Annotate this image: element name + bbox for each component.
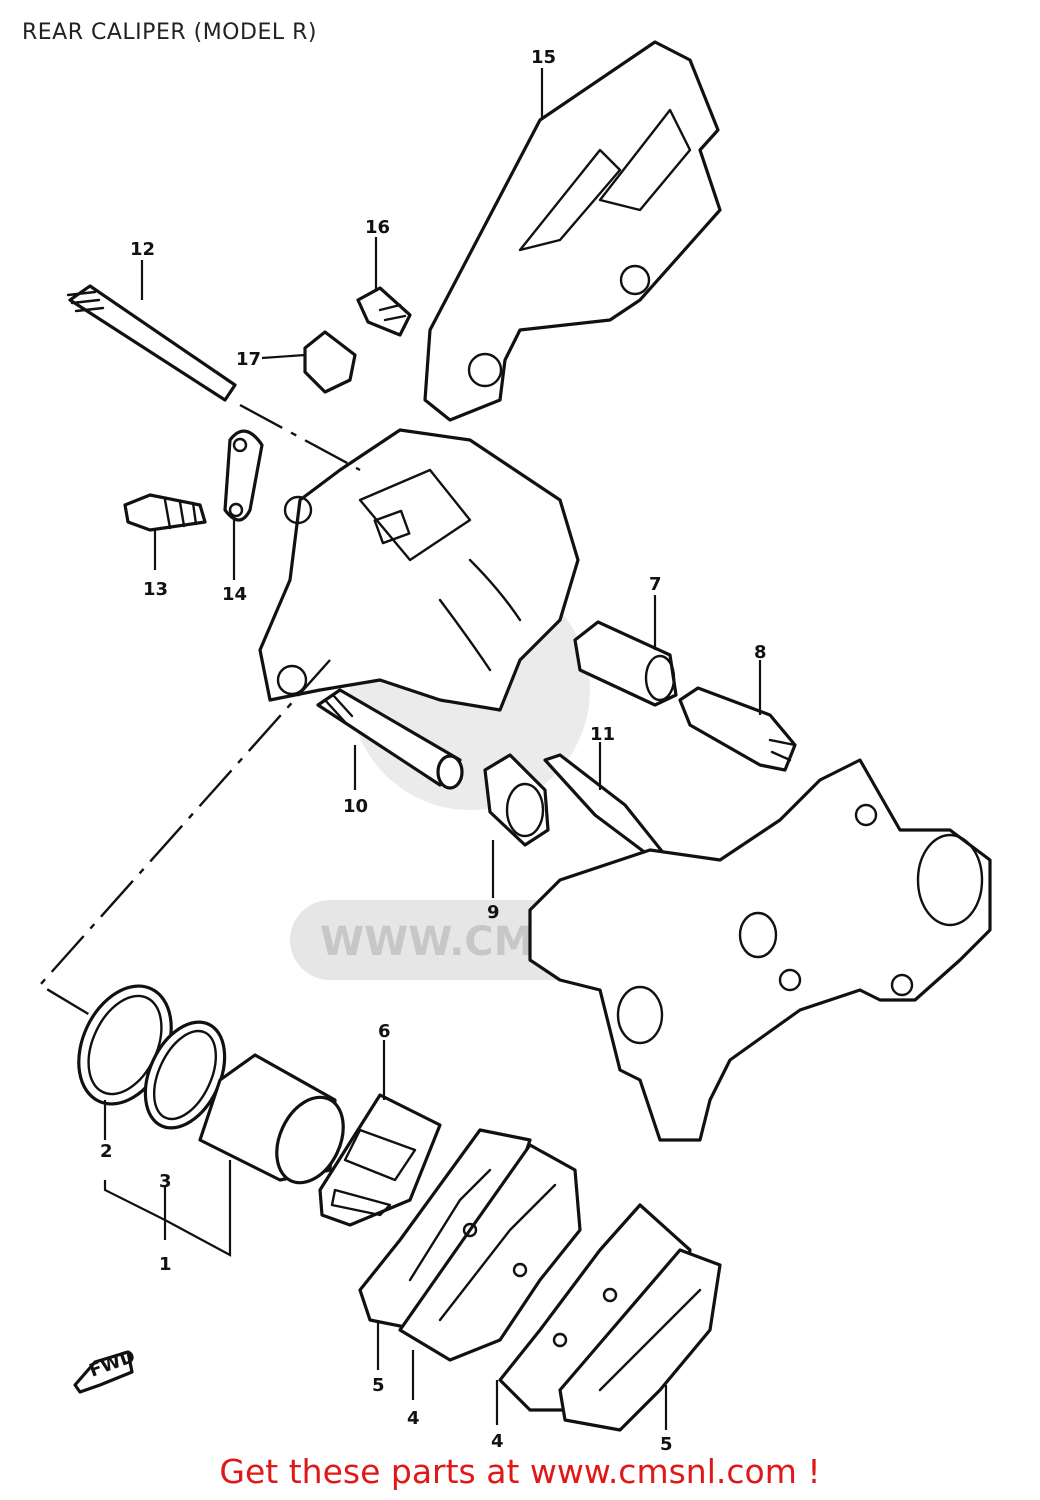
label-9: 9 bbox=[487, 902, 500, 923]
part-labels: 15 16 12 17 13 14 7 8 11 10 9 6 2 3 1 5 … bbox=[100, 47, 767, 1455]
part-14-clip[interactable] bbox=[223, 429, 264, 522]
label-3: 3 bbox=[159, 1171, 172, 1192]
label-5a: 5 bbox=[372, 1375, 385, 1396]
assembly-line-pin bbox=[239, 403, 361, 472]
leader-lines bbox=[103, 68, 762, 1430]
label-11: 11 bbox=[590, 724, 615, 745]
part-12-pin[interactable] bbox=[66, 284, 237, 402]
part-4-pad[interactable] bbox=[398, 1143, 582, 1362]
part-16-bolt[interactable] bbox=[356, 286, 412, 337]
part-1-piston[interactable] bbox=[198, 1053, 356, 1193]
label-17: 17 bbox=[236, 349, 261, 370]
label-4b: 4 bbox=[491, 1431, 504, 1452]
label-16: 16 bbox=[365, 217, 390, 238]
part-10-sleeve[interactable] bbox=[316, 688, 464, 790]
footer-link[interactable]: Get these parts at www.cmsnl.com ! bbox=[219, 1452, 821, 1491]
label-12: 12 bbox=[130, 239, 155, 260]
label-8: 8 bbox=[754, 642, 767, 663]
fwd-arrow-icon: FWD bbox=[73, 1346, 138, 1394]
label-1: 1 bbox=[159, 1254, 172, 1275]
label-15: 15 bbox=[531, 47, 556, 68]
part-13-bleeder[interactable] bbox=[123, 493, 207, 532]
label-4a: 4 bbox=[407, 1408, 420, 1429]
part-7-bushing[interactable] bbox=[573, 620, 678, 707]
label-10: 10 bbox=[343, 796, 368, 817]
part-9-boot[interactable] bbox=[483, 753, 550, 847]
caliper-bracket[interactable] bbox=[528, 758, 992, 1142]
part-3-seal[interactable] bbox=[130, 1009, 241, 1140]
assembly-line-piston bbox=[38, 659, 331, 1017]
label-2: 2 bbox=[100, 1141, 113, 1162]
label-13: 13 bbox=[143, 579, 168, 600]
part-17-cap[interactable] bbox=[303, 330, 357, 394]
diagram-title: REAR CALIPER (MODEL R) bbox=[22, 20, 317, 45]
part-6-shim[interactable] bbox=[318, 1093, 442, 1227]
part-5-pad-right[interactable] bbox=[558, 1248, 722, 1432]
part-8-bolt[interactable] bbox=[678, 686, 797, 772]
label-5b: 5 bbox=[660, 1434, 673, 1455]
label-6: 6 bbox=[378, 1021, 391, 1042]
caliper-body[interactable] bbox=[258, 428, 580, 712]
label-14: 14 bbox=[222, 584, 247, 605]
label-7: 7 bbox=[649, 574, 662, 595]
part-11-spring[interactable] bbox=[543, 753, 667, 862]
part-15-bracket[interactable] bbox=[423, 40, 722, 422]
